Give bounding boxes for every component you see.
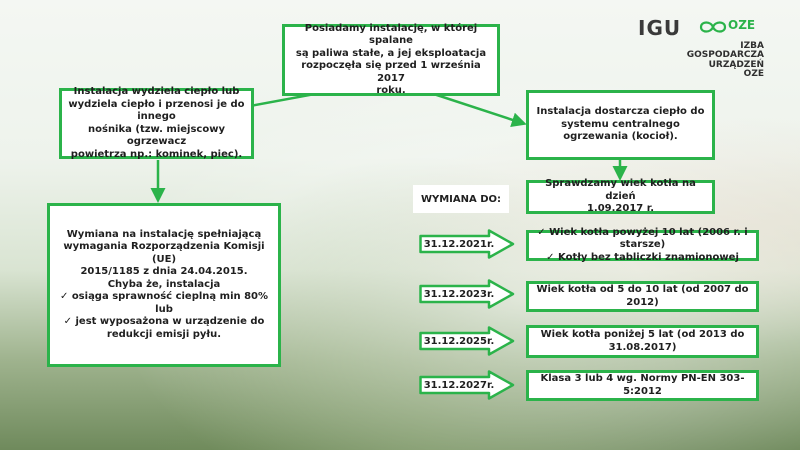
logo-line: URZĄDZEŃ bbox=[708, 59, 764, 70]
check-text: Wiek kotła powyżej 10 lat (2006 r. i sta… bbox=[549, 226, 748, 251]
box-line: Wiek kotła od 5 do 10 lat (od 2007 do 20… bbox=[536, 284, 749, 308]
check-text: jest wyposażona w urządzenie do bbox=[75, 316, 265, 328]
deadline-date: 31.12.2025r. bbox=[423, 335, 495, 347]
box-line: Chyba że, instalacja bbox=[107, 278, 221, 290]
box-line: systemu centralnego bbox=[561, 118, 680, 130]
box-line: wydziela ciepło i przenosi je do innego bbox=[68, 98, 245, 123]
check-icon: ✓ bbox=[63, 316, 72, 328]
box-central-heating: Instalacja dostarcza ciepło do systemu c… bbox=[526, 90, 715, 160]
deadline-arrow: 31.12.2021r. bbox=[419, 229, 515, 259]
logo-line: IZBA bbox=[740, 41, 764, 51]
check-item: ✓ Kotły bez tabliczki znamionowej bbox=[546, 252, 739, 265]
arrow-shape-icon bbox=[419, 326, 515, 356]
infinity-icon bbox=[699, 21, 727, 33]
arrow-shape-icon bbox=[419, 279, 515, 309]
box-line: Wymiana na instalację spełniającą bbox=[66, 228, 262, 240]
box-line: Posiadamy instalację, w której spalane bbox=[304, 22, 478, 47]
box-line: 31.08.2017) bbox=[608, 341, 677, 353]
box-class-3-4: Klasa 3 lub 4 wg. Normy PN-EN 303-5:2012 bbox=[526, 370, 759, 401]
check-icon: ✓ bbox=[59, 291, 69, 303]
box-age-over-10: ✓ Wiek kotła powyżej 10 lat (2006 r. i s… bbox=[526, 227, 759, 263]
box-line: są paliwa stałe, a jej eksploatacja bbox=[295, 47, 487, 59]
box-check-boiler-age: Sprawdzamy wiek kotła na dzień 1.09.2017… bbox=[526, 178, 715, 215]
logo-oze: OZE bbox=[728, 18, 756, 32]
box-replacement-requirements: Wymiana na instalację spełniającą wymaga… bbox=[47, 203, 281, 367]
logo-line: GOSPODARCZA bbox=[686, 50, 764, 61]
check-item: ✓ jest wyposażona w urządzenie do bbox=[64, 316, 265, 329]
box-line: ogrzewania (kocioł). bbox=[563, 131, 678, 143]
box-line: Instalacja dostarcza ciepło do bbox=[536, 106, 705, 118]
logo-mark: IGU bbox=[638, 16, 682, 40]
box-solid-fuel-installation: Posiadamy instalację, w której spalane s… bbox=[282, 22, 500, 96]
box-age-5-10: Wiek kotła od 5 do 10 lat (od 2007 do 20… bbox=[526, 281, 759, 312]
box-line: roku. bbox=[376, 85, 406, 96]
check-icon: ✓ bbox=[537, 226, 546, 238]
check-icon: ✓ bbox=[546, 251, 555, 263]
box-line: nośnika (tzw. miejscowy ogrzewacz bbox=[88, 123, 225, 148]
igu-oze-logo: IGU OZE IZBA GOSPODARCZA URZĄDZEŃ OZE bbox=[636, 14, 786, 79]
deadline-arrow: 31.12.2025r. bbox=[419, 326, 515, 356]
box-line: wymagania Rozporządzenia Komisji (UE) bbox=[63, 241, 265, 265]
logo-text: IZBA GOSPODARCZA URZĄDZEŃ OZE bbox=[642, 41, 764, 80]
arrow-shape-icon bbox=[419, 370, 515, 400]
deadline-arrow: 31.12.2027r. bbox=[419, 370, 515, 400]
deadline-date: 31.12.2021r. bbox=[423, 238, 495, 250]
deadline-arrow: 31.12.2023r. bbox=[419, 279, 515, 309]
deadline-date: 31.12.2027r. bbox=[423, 379, 495, 391]
deadline-date: 31.12.2023r. bbox=[423, 288, 495, 300]
logo-line: OZE bbox=[743, 69, 764, 80]
wymiana-label: WYMIANA DO: bbox=[413, 185, 509, 213]
check-item: ✓ osiąga sprawność cieplną min 80% lub bbox=[56, 291, 272, 316]
box-line: rozpoczęła się przed 1 września 2017 bbox=[301, 60, 481, 84]
box-age-under-5: Wiek kotła poniżej 5 lat (od 2013 do 31.… bbox=[526, 325, 759, 358]
box-line: Wiek kotła poniżej 5 lat (od 2013 do bbox=[540, 329, 745, 340]
check-item: ✓ Wiek kotła powyżej 10 lat (2006 r. i s… bbox=[535, 227, 750, 252]
arrow-shape-icon bbox=[419, 229, 515, 259]
box-local-heater: Instalacja wydziela ciepło lub wydziela … bbox=[59, 86, 254, 160]
box-line: 1.09.2017 r. bbox=[586, 203, 655, 215]
check-text-cont: redukcji emisji pyłu. bbox=[106, 328, 222, 340]
box-line: Klasa 3 lub 4 wg. Normy PN-EN 303-5:2012 bbox=[540, 373, 745, 397]
box-line: 2015/1185 z dnia 24.04.2015. bbox=[80, 266, 248, 278]
box-line: Instalacja wydziela ciepło lub bbox=[73, 86, 240, 97]
check-text: osiąga sprawność cieplną min 80% lub bbox=[71, 291, 269, 315]
box-line: Sprawdzamy wiek kotła na dzień bbox=[545, 178, 696, 202]
check-text: Kotły bez tabliczki znamionowej bbox=[558, 251, 739, 263]
box-line: powietrza np.: kominek, piec). bbox=[70, 148, 243, 160]
